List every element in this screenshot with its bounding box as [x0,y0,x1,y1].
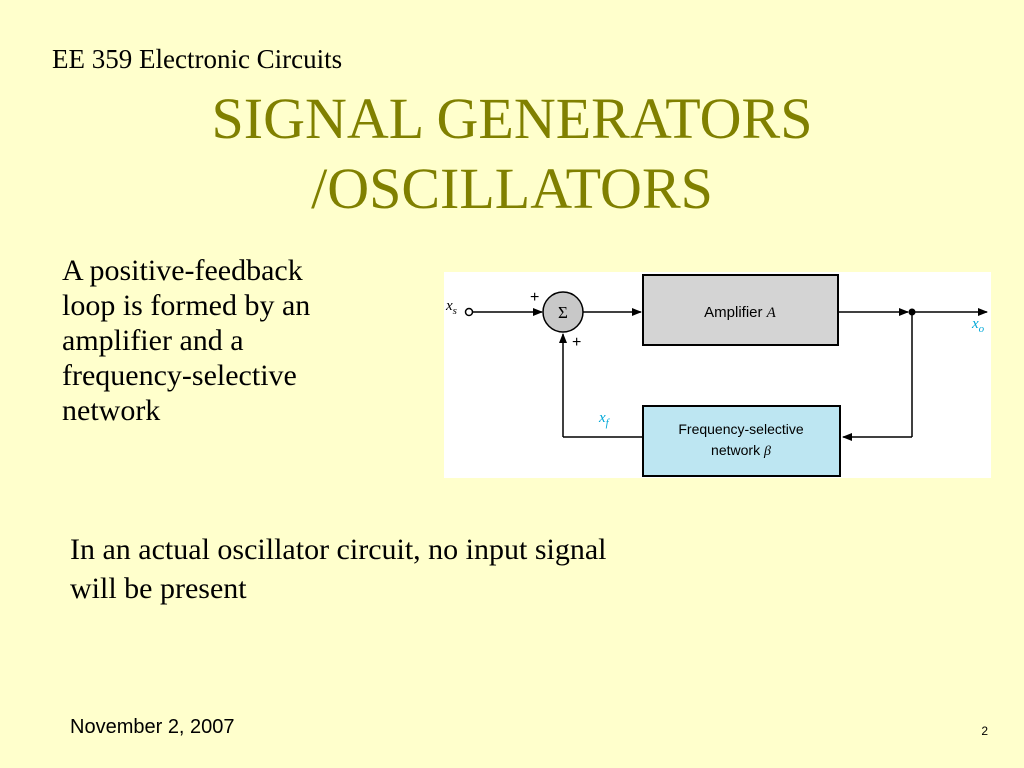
title-line-2: /OSCILLATORS [311,156,713,221]
title-line-1: SIGNAL GENERATORS [211,86,813,151]
input-signal-label: xs [445,298,457,317]
amplifier-block [642,274,839,346]
network-label-line-2: network β [711,442,771,459]
page-number: 2 [981,724,988,738]
slide-date: November 2, 2007 [70,716,235,738]
amplifier-label: Amplifier A [704,304,777,321]
network-label-line-1: Frequency-selective [678,421,803,437]
input-terminal [464,307,474,317]
note-text: In an actual oscillator circuit, no inpu… [70,530,830,608]
output-signal-label: xo [971,316,985,335]
description-line: loop is formed by an [62,289,311,322]
block-diagram-svg: xs Σ + + Amplifier A xo Frequency-select… [445,274,988,477]
description-line: A positive-feedback [62,254,303,287]
description-text: A positive-feedback loop is formed by an… [62,253,407,428]
slide-title: SIGNAL GENERATORS /OSCILLATORS [0,84,1024,224]
note-line: In an actual oscillator circuit, no inpu… [70,533,607,566]
course-title: EE 359 Electronic Circuits [52,44,343,74]
feedback-loop-diagram: xs Σ + + Amplifier A xo Frequency-select… [444,272,991,478]
feedback-signal-label: xf [598,410,611,429]
sigma-symbol: Σ [558,303,568,322]
frequency-selective-network-block [642,405,841,477]
description-line: network [62,394,161,427]
plus-sign-input: + [530,289,539,306]
plus-sign-feedback: + [572,334,581,351]
note-line: will be present [70,572,247,605]
description-line: amplifier and a [62,324,244,357]
description-line: frequency-selective [62,359,297,392]
